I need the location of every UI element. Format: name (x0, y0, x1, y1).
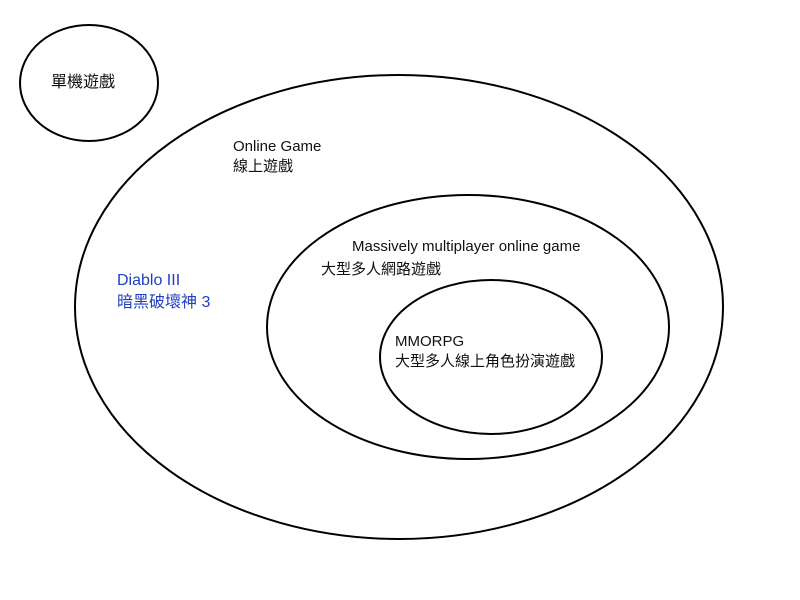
example-label-en: Diablo III (117, 272, 181, 289)
single-player-ellipse (19, 24, 159, 142)
online-game-ellipse (74, 74, 724, 540)
online-game-label-zh: 線上遊戲 (233, 158, 294, 175)
mmo-ellipse (266, 194, 670, 460)
mmorpg-ellipse (379, 279, 603, 435)
mmo-label-en: Massively multiplayer online game (352, 238, 581, 255)
example-label-zh: 暗黑破壞神 3 (117, 294, 211, 311)
mmo-label-zh: 大型多人網路遊戲 (321, 261, 442, 278)
mmorpg-label-zh: 大型多人線上角色扮演遊戲 (395, 353, 576, 370)
online-game-label-en: Online Game (233, 138, 322, 155)
mmorpg-label-en: MMORPG (395, 333, 465, 350)
single-player-label: 單機遊戲 (51, 74, 116, 91)
